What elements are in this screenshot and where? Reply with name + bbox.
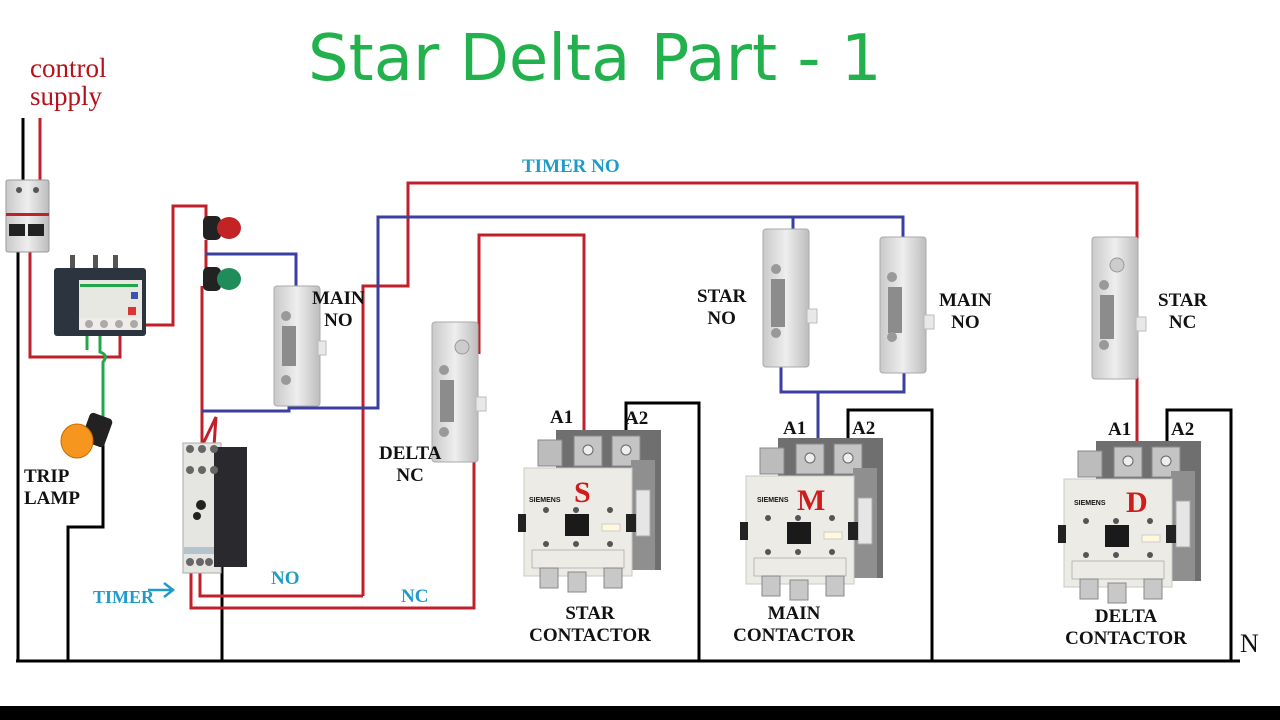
timer-nc-label: NC (401, 586, 429, 607)
control-supply-line-2: supply (30, 81, 103, 111)
main-contactor-letter: M (797, 484, 826, 517)
star-bottom-terminal-2 (567, 571, 587, 593)
trip-lamp-neutral-wire (66, 440, 105, 661)
timer-nc-wire (189, 445, 476, 610)
star-a1-label: A1 (550, 407, 574, 428)
star-contactor-name-line-2: CONTACTOR (529, 625, 651, 646)
star-nc-label: STAR NC (1158, 290, 1207, 334)
star-a2-label: A2 (625, 408, 649, 429)
star-contactor (518, 430, 661, 593)
overload-relay (54, 255, 146, 336)
timer-no-label: NO (271, 568, 300, 589)
delta-a2-label: A2 (1171, 419, 1195, 440)
star-bottom-terminal-3 (603, 567, 623, 589)
star-no-line-1: STAR (697, 286, 747, 307)
diagram-title: Star Delta Part - 1 (308, 22, 882, 96)
stop-button (203, 216, 241, 240)
neutral-wires (16, 118, 1240, 663)
timer-zigzag-wire (200, 416, 218, 447)
control-supply-line-1: control (30, 53, 107, 83)
delta-contactor-window (1105, 525, 1129, 547)
main-no-left-line-2: NO (324, 310, 353, 331)
star-bottom-terminal-1 (539, 567, 559, 589)
star-contactor-brand: SIEMENS (529, 497, 561, 504)
main-contactor-window (787, 522, 811, 544)
main-bottom-terminal-2 (789, 579, 809, 601)
delta-contactor-brand: SIEMENS (1074, 500, 1106, 507)
main-contactor-bracket-left (759, 447, 785, 475)
aux-contact-main-no-right (879, 236, 935, 374)
delta-bottom-terminal-2 (1107, 582, 1127, 604)
delta-nc-line-1: DELTA (379, 443, 442, 464)
star-contactor-window (565, 514, 589, 536)
star-no-line-2: NO (707, 308, 736, 329)
start-button (203, 267, 241, 291)
main-no-right-line-2: NO (951, 312, 980, 333)
timer-no-top-wire (361, 181, 1139, 596)
main-a2-label: A2 (852, 418, 876, 439)
main-no-left-label: MAIN NO (312, 288, 365, 332)
star-contactor-bracket-left (537, 439, 563, 467)
trip-lamp-wire (85, 334, 107, 421)
delta-nc-label: DELTA NC (379, 443, 441, 487)
delta-contactor-bracket-left (1077, 450, 1103, 478)
main-a2-neutral-wire (846, 408, 934, 661)
trip-lamp-line-1: TRIP (24, 466, 70, 487)
main-bottom-terminal-1 (761, 575, 781, 597)
live-wires (28, 118, 1139, 610)
neutral-label: N (1240, 629, 1259, 658)
main-no-left-line-1: MAIN (312, 288, 365, 309)
delta-contactor-letter: D (1126, 486, 1148, 519)
aux-contact-star-nc (1091, 236, 1147, 380)
delta-a1-label: A1 (1108, 419, 1132, 440)
trip-lamp-label: TRIP LAMP (24, 466, 80, 510)
star-contactor-name-line-1: STAR (565, 603, 615, 624)
delta-contactor-name-line-2: CONTACTOR (1065, 628, 1187, 649)
aux-contact-main-no-left (273, 285, 327, 407)
delta-bottom-terminal-1 (1079, 578, 1099, 600)
delta-contactor (1058, 441, 1201, 604)
aux-contact-star-no (762, 228, 818, 368)
timer-label: TIMER (93, 587, 155, 607)
timer-no-top-label: TIMER NO (522, 156, 620, 177)
main-contactor-name: MAIN CONTACTOR (724, 603, 864, 647)
timer-relay (182, 442, 247, 574)
main-contactor-name-line-2: CONTACTOR (733, 625, 855, 646)
star-nc-line-1: STAR (1158, 290, 1208, 311)
star-contactor-name: STAR CONTACTOR (520, 603, 660, 647)
main-a1-terminal (795, 443, 825, 475)
delta-bottom-terminal-3 (1143, 578, 1163, 600)
delta-nc-line-2: NC (396, 465, 424, 486)
main-contactor-name-line-1: MAIN (767, 603, 821, 624)
bottom-bar (0, 706, 1280, 720)
mcb-to-overload-wire (28, 250, 122, 359)
mcb (5, 179, 50, 253)
main-a1-label: A1 (783, 418, 807, 439)
star-nc-line-2: NC (1168, 312, 1197, 333)
delta-contactor-name-line-1: DELTA (1094, 606, 1158, 627)
main-contactor (740, 438, 883, 601)
control-supply-label: control supply (30, 54, 106, 110)
timer-no-wire (198, 566, 363, 598)
star-a2-neutral-wire (624, 401, 701, 661)
aux-contact-delta-nc (431, 321, 487, 463)
timer-arrow-icon (148, 582, 176, 598)
delta-a2-neutral-wire (1165, 408, 1233, 661)
main-no-right-label: MAIN NO (939, 290, 992, 334)
start-to-main-no-wire (206, 252, 298, 293)
star-contactor-letter: S (574, 476, 591, 509)
main-no-right-line-1: MAIN (939, 290, 992, 311)
delta-nc-to-star-a1-wire (477, 233, 586, 438)
star-no-label: STAR NO (697, 286, 746, 330)
overload-to-stop-wire (135, 204, 208, 327)
main-contactor-brand: SIEMENS (757, 497, 789, 504)
delta-contactor-name: DELTA CONTACTOR (1056, 606, 1196, 650)
main-bottom-terminal-3 (825, 575, 845, 597)
trip-lamp-line-2: LAMP (24, 488, 80, 509)
trip-lamp (60, 412, 113, 459)
